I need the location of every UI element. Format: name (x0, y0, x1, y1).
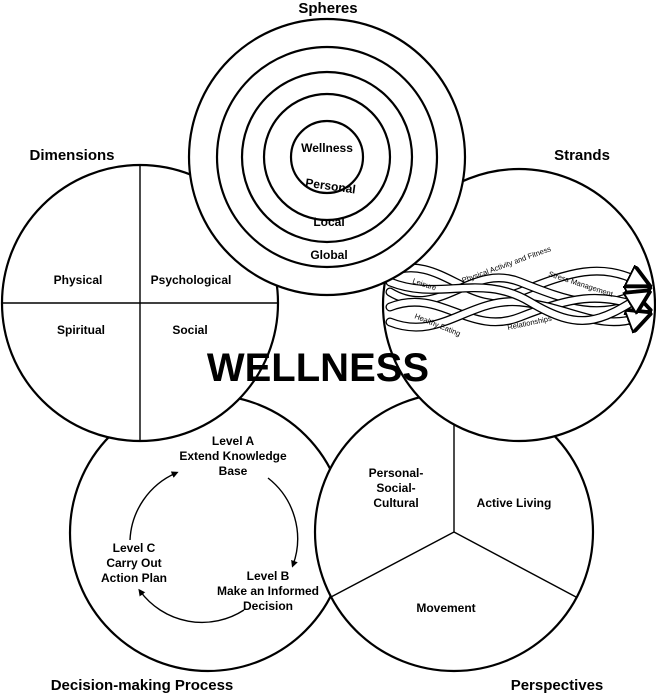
perspectives-title: Perspectives (511, 677, 604, 694)
spheres-circle: Wellness Personal Local Global (187, 17, 467, 297)
sphere-personal: Personal (304, 176, 356, 197)
perspectives-circle: Personal- Social- Cultural Active Living… (313, 391, 595, 673)
wellness-title: WELLNESS (207, 346, 429, 390)
sphere-wellness: Wellness (301, 141, 353, 155)
level-a-line1: Level A (212, 434, 255, 448)
perspective-active-living: Active Living (477, 496, 552, 510)
dimension-physical: Physical (54, 273, 103, 287)
dimensions-circle: Physical Psychological Spiritual Social (0, 163, 280, 443)
level-b-line2: Make an Informed (217, 584, 319, 598)
dimensions-title: Dimensions (29, 147, 114, 164)
dimension-psychological: Psychological (151, 273, 232, 287)
decision-circle: Level A Extend Knowledge Base Level B Ma… (68, 393, 348, 673)
arrow-b-to-c-icon (138, 588, 245, 624)
arrow-c-to-a-icon (129, 471, 179, 541)
level-c-line2: Carry Out (106, 556, 161, 570)
level-b-line3: Decision (243, 599, 293, 613)
perspective-movement: Movement (416, 601, 475, 615)
level-a-line3: Base (219, 464, 248, 478)
spheres-title: Spheres (298, 0, 357, 17)
sphere-local: Local (313, 215, 344, 229)
arrow-a-to-b-icon (267, 477, 299, 568)
level-c-line3: Action Plan (101, 571, 167, 585)
decision-title: Decision-making Process (51, 677, 234, 694)
perspective-personal-line2: Social- (376, 481, 415, 495)
strands-circle: Leisure Physical Activity and Fitness St… (381, 167, 656, 443)
level-b-line1: Level B (247, 569, 290, 583)
dimension-spiritual: Spiritual (57, 323, 105, 337)
perspective-personal-line3: Cultural (373, 496, 418, 510)
perspective-personal-line1: Personal- (369, 466, 424, 480)
sphere-global: Global (310, 248, 347, 262)
braided-rope-icon (385, 263, 640, 327)
strands-title: Strands (554, 147, 610, 164)
dimension-social: Social (172, 323, 207, 337)
level-a-line2: Extend Knowledge (179, 449, 287, 463)
level-c-line1: Level C (113, 541, 156, 555)
